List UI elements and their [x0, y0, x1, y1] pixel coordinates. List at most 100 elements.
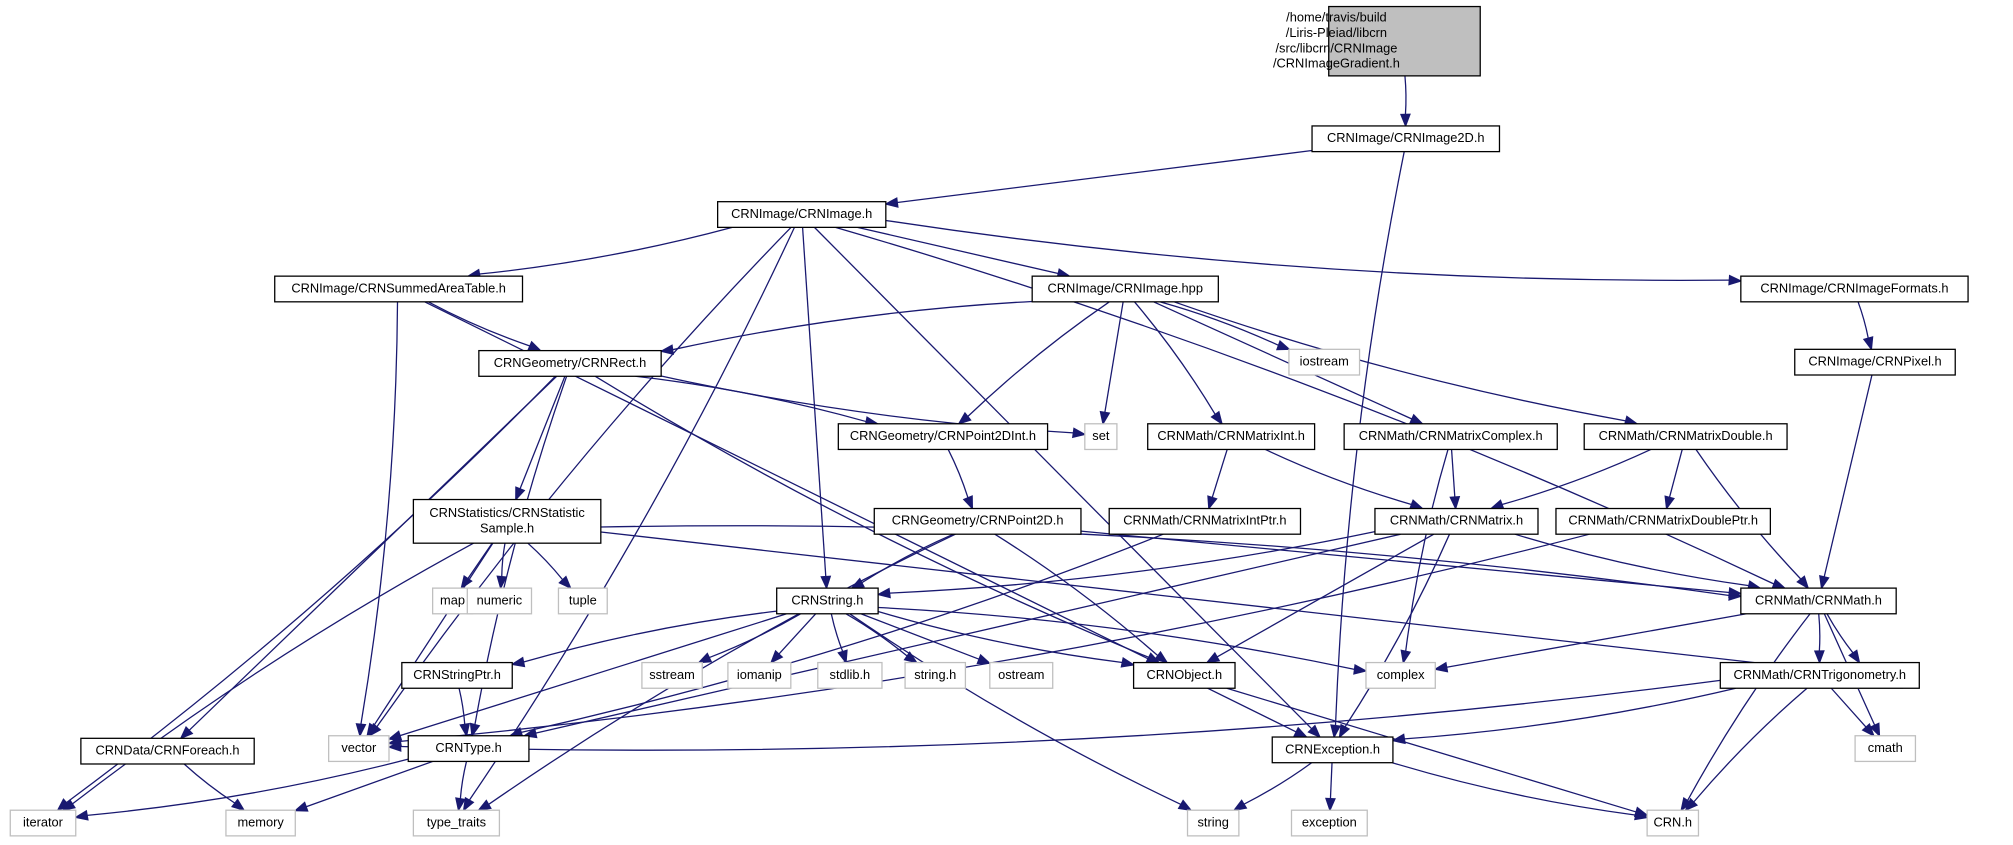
node-label: ostream — [998, 667, 1044, 682]
arrowhead-icon — [1177, 799, 1193, 812]
edge-line — [860, 613, 980, 660]
edge-line — [1668, 449, 1683, 498]
arrowhead-icon — [1338, 723, 1351, 739]
node-matdblptr[interactable]: CRNMath/CRNMatrixDoublePtr.h — [1555, 507, 1772, 535]
node-label: CRNGeometry/CRNPoint2D.h — [892, 513, 1064, 528]
node-box — [407, 735, 530, 763]
arrowhead-icon — [837, 649, 848, 665]
edge-matcplx-to-matrix — [1449, 449, 1461, 511]
node-iomanip: iomanip — [727, 661, 792, 689]
edge-math-to-algorithm — [1826, 613, 1861, 665]
node-label: type_traits — [427, 814, 486, 829]
arrowhead-icon — [1433, 661, 1449, 673]
edge-line — [535, 533, 1401, 734]
edge-image-to-string_h — [801, 227, 832, 590]
arrowhead-icon — [820, 575, 832, 590]
node-label: /Liris-Pleiad/libcrn — [1286, 25, 1387, 40]
node-matdbl[interactable]: CRNMath/CRNMatrixDouble.h — [1583, 423, 1788, 451]
node-pixel[interactable]: CRNImage/CRNPixel.h — [1794, 348, 1956, 376]
node-math[interactable]: CRNMath/CRNMath.h — [1740, 587, 1897, 615]
arrowhead-icon — [769, 649, 784, 664]
arrowhead-icon — [1848, 649, 1861, 665]
node-label: CRNException.h — [1285, 741, 1380, 756]
node-trig[interactable]: CRNMath/CRNTrigonometry.h — [1719, 661, 1920, 689]
edge-rect-to-foreach — [179, 375, 558, 740]
edge-line — [1693, 687, 1808, 803]
node-image2d[interactable]: CRNImage/CRNImage2D.h — [1311, 125, 1501, 153]
edge-line — [600, 531, 1822, 671]
arrowhead-icon — [1120, 657, 1136, 668]
edge-line — [400, 679, 1721, 751]
edge-exception_h-to-crn — [1392, 762, 1649, 821]
node-crn: CRN.h — [1646, 809, 1700, 837]
node-imagehpp[interactable]: CRNImage/CRNImage.hpp — [1031, 275, 1219, 303]
node-matcplx[interactable]: CRNMath/CRNMatrixComplex.h — [1343, 423, 1558, 451]
edge-line — [479, 226, 733, 275]
arrowhead-icon — [1400, 113, 1411, 128]
node-p2dint[interactable]: CRNGeometry/CRNPoint2DInt.h — [837, 423, 1049, 451]
edge-line — [1211, 449, 1228, 498]
edge-image2d-to-image — [884, 149, 1313, 208]
arrowhead-icon — [1154, 650, 1169, 664]
arrowhead-icon — [558, 575, 572, 590]
node-box — [274, 275, 524, 303]
node-box — [1740, 587, 1897, 615]
edge-matint-to-matrix — [1265, 448, 1424, 510]
node-rect[interactable]: CRNGeometry/CRNRect.h — [478, 349, 662, 377]
edge-line — [458, 688, 466, 725]
node-root[interactable]: /home/travis/build/Liris-Pleiad/libcrn/s… — [1273, 5, 1481, 77]
edge-matrix-to-object — [1205, 533, 1435, 664]
arrowhead-icon — [1684, 797, 1699, 812]
arrowhead-icon — [1210, 410, 1223, 426]
node-box — [1365, 661, 1436, 689]
edge-line — [1133, 301, 1216, 415]
node-sat[interactable]: CRNImage/CRNSummedAreaTable.h — [274, 275, 524, 303]
node-box — [1271, 736, 1394, 764]
node-matintptr[interactable]: CRNMath/CRNMatrixIntPtr.h — [1108, 507, 1302, 535]
edge-line — [1159, 301, 1279, 346]
edge-math-to-complex — [1433, 613, 1747, 673]
edge-string_h-to-iomanip — [769, 613, 817, 664]
arrowhead-icon — [1330, 724, 1341, 739]
node-exception-h[interactable]: CRNException.h — [1271, 736, 1394, 764]
arrowhead-icon — [1353, 663, 1368, 675]
edge-line — [1686, 613, 1811, 801]
node-foreach[interactable]: CRNData/CRNForeach.h — [80, 737, 255, 765]
arrowhead-icon — [1307, 724, 1322, 739]
arrowhead-icon — [459, 722, 471, 738]
edge-line — [1153, 301, 1413, 420]
edge-imagehpp-to-set — [1099, 301, 1124, 426]
node-string: string — [1186, 809, 1240, 837]
node-box — [1108, 507, 1302, 535]
edge-line — [399, 613, 787, 737]
arrowhead-icon — [387, 730, 403, 741]
arrowhead-icon — [1813, 650, 1825, 665]
node-object[interactable]: CRNObject.h — [1132, 661, 1236, 689]
arrowhead-icon — [1869, 722, 1881, 738]
node-iostream: iostream — [1288, 348, 1361, 376]
node-label: /CRNImageGradient.h — [1273, 56, 1400, 71]
node-vector: vector — [328, 735, 390, 763]
edge-line — [801, 227, 827, 577]
edge-line — [1404, 75, 1407, 115]
node-strptr[interactable]: CRNStringPtr.h — [401, 661, 513, 689]
node-type[interactable]: CRNType.h — [407, 735, 530, 763]
node-box — [328, 735, 390, 763]
node-formats[interactable]: CRNImage/CRNImageFormats.h — [1740, 275, 1969, 303]
node-box — [776, 587, 879, 615]
arrowhead-icon — [1862, 336, 1874, 352]
node-matint[interactable]: CRNMath/CRNMatrixInt.h — [1147, 423, 1316, 451]
node-matrix[interactable]: CRNMath/CRNMatrix.h — [1374, 507, 1539, 535]
node-p2d[interactable]: CRNGeometry/CRNPoint2D.h — [873, 507, 1082, 535]
edge-matrix-to-exception_h — [1338, 533, 1451, 739]
edge-image-to-imagehpp — [857, 226, 1072, 279]
node-image[interactable]: CRNImage/CRNImage.h — [717, 201, 887, 229]
edge-matrix-to-string_h — [876, 531, 1376, 599]
node-label: iostream — [1300, 354, 1349, 369]
node-label: CRNMath/CRNMatrixInt.h — [1157, 428, 1305, 443]
node-string-h[interactable]: CRNString.h — [776, 587, 879, 615]
node-label: CRNData/CRNForeach.h — [96, 743, 240, 758]
node-stringh: string.h — [904, 661, 967, 689]
node-box — [478, 349, 662, 377]
